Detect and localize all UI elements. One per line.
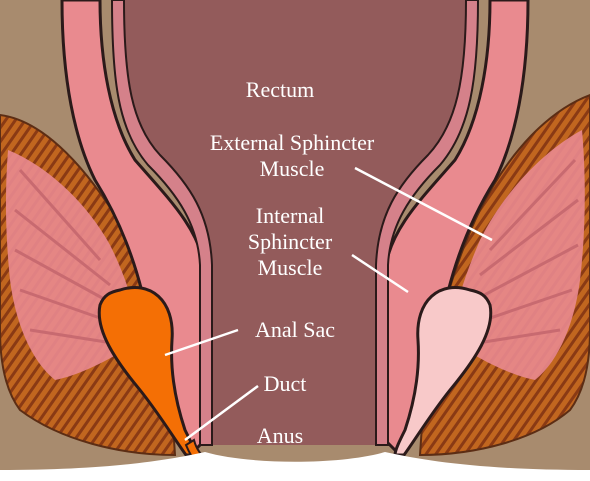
label-external-line2: Muscle bbox=[172, 156, 412, 182]
label-internal-line3: Muscle bbox=[215, 255, 365, 281]
label-internal-line1: Internal bbox=[215, 203, 365, 229]
label-duct-text: Duct bbox=[235, 371, 335, 397]
label-duct: Duct bbox=[235, 371, 335, 397]
label-internal-sphincter: Internal Sphincter Muscle bbox=[215, 203, 365, 281]
label-anus: Anus bbox=[220, 423, 340, 449]
label-anus-text: Anus bbox=[220, 423, 340, 449]
label-anal-sac-text: Anal Sac bbox=[225, 317, 365, 343]
label-internal-line2: Sphincter bbox=[215, 229, 365, 255]
label-external-sphincter: External Sphincter Muscle bbox=[172, 130, 412, 182]
label-rectum-text: Rectum bbox=[200, 77, 360, 103]
label-external-line1: External Sphincter bbox=[172, 130, 412, 156]
label-rectum: Rectum bbox=[200, 77, 360, 103]
label-anal-sac: Anal Sac bbox=[225, 317, 365, 343]
